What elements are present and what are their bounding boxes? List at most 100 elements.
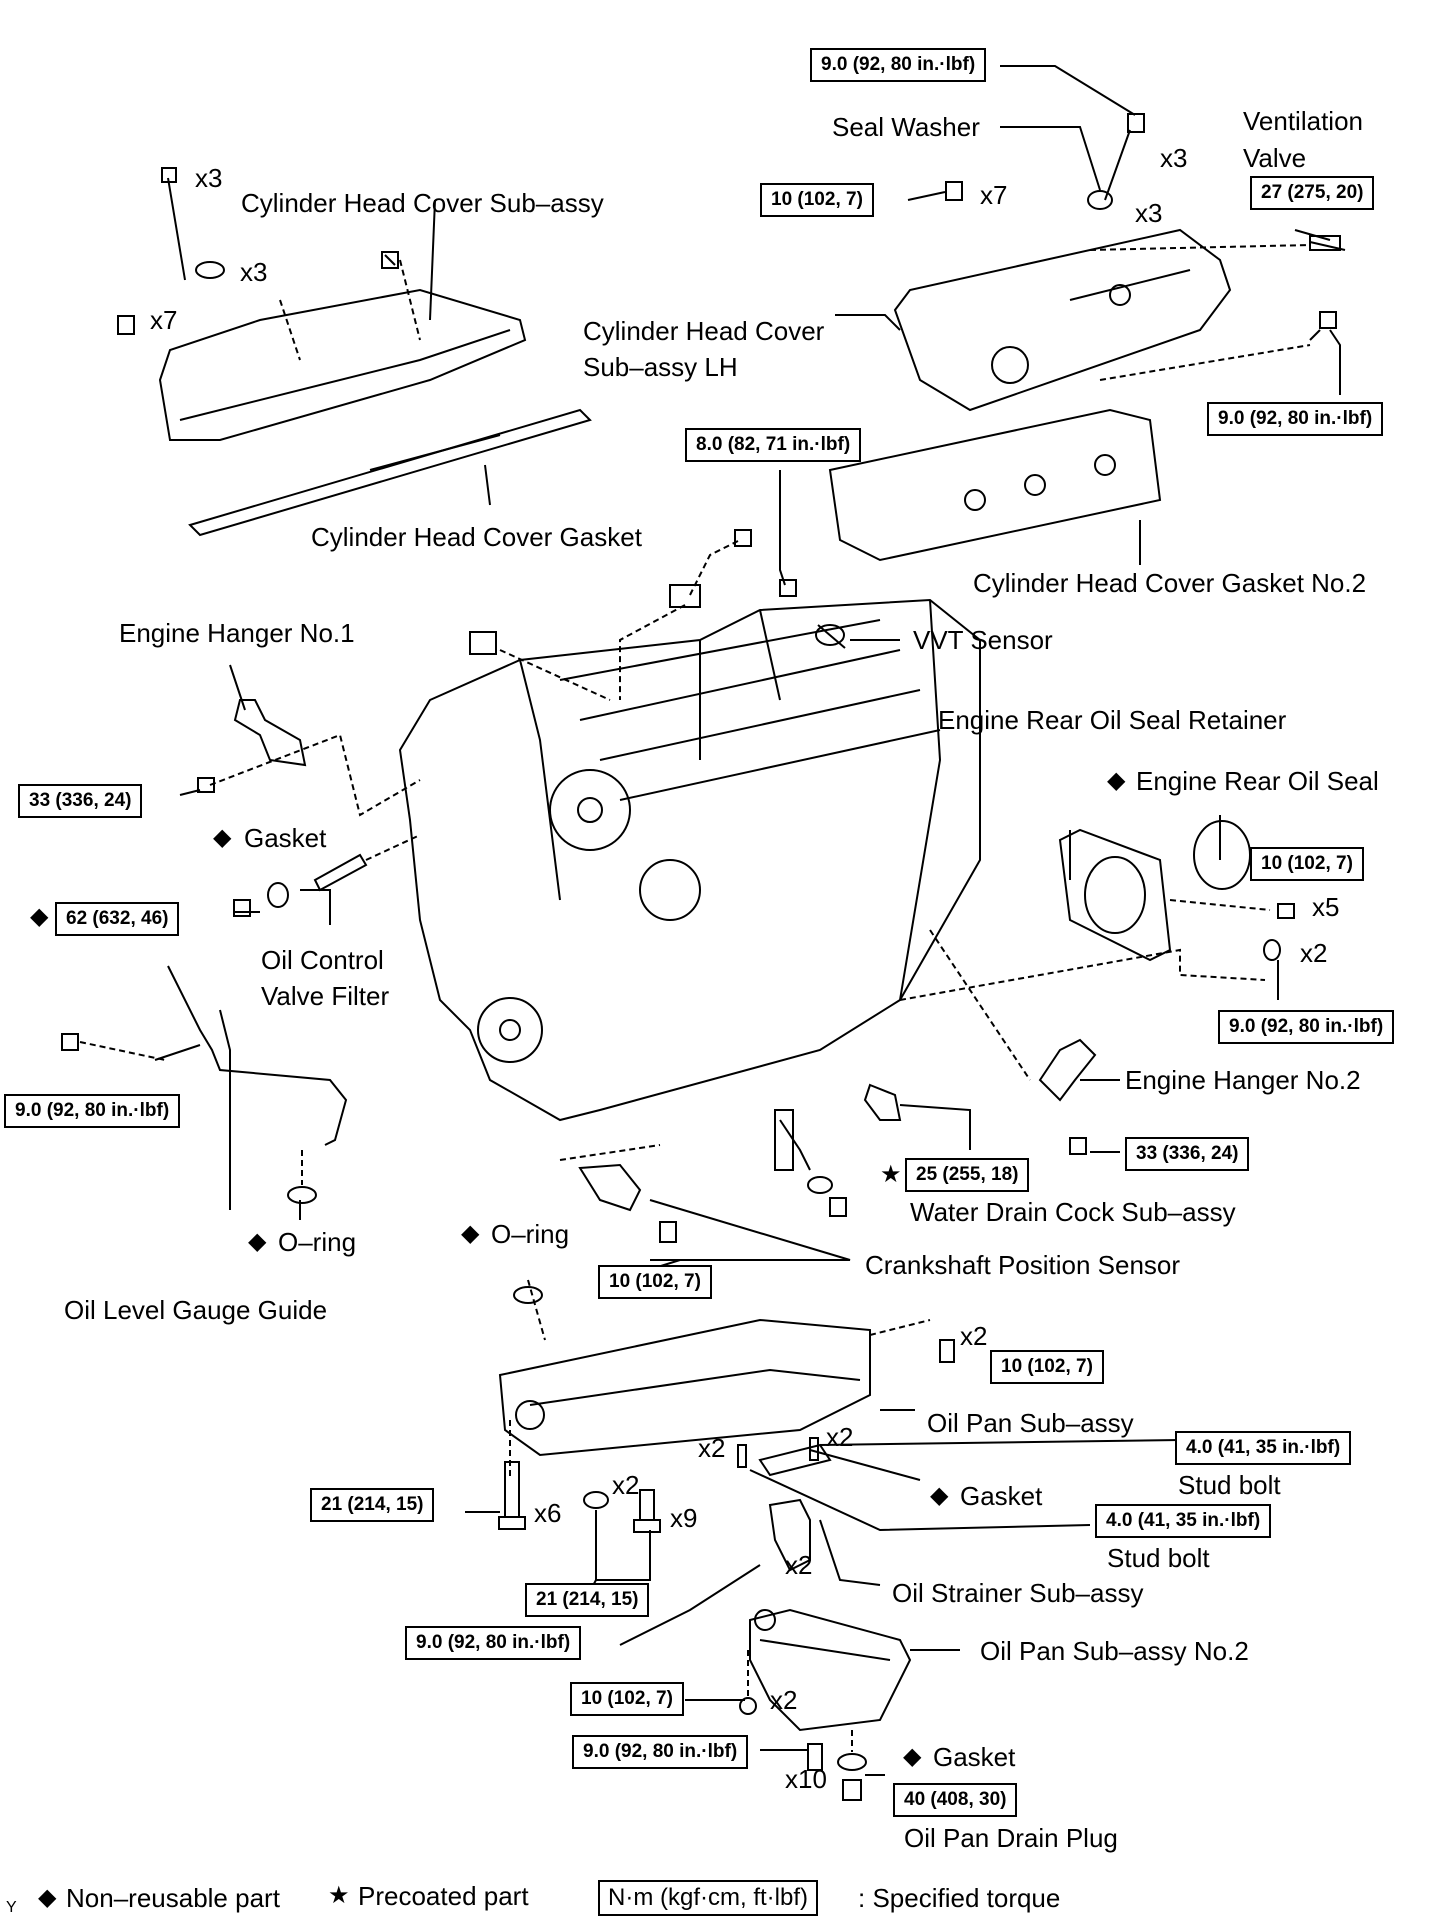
cylinder-head-cover-lh-drawing [893, 228, 1311, 412]
count-label: x9 [670, 1503, 698, 1533]
torque-spec-pan-bolts-b: 21 (214, 15) [525, 1583, 650, 1617]
label-seal-washer: Seal Washer [832, 112, 980, 142]
label-cylinder-head-cover-lh-line2: Sub–assy LH [583, 352, 738, 382]
oil-control-valve-filter-drawing [233, 834, 421, 917]
torque-spec-pan2-nut: 10 (102, 7) [570, 1682, 684, 1716]
non-reusable-marker: ◆ [248, 1228, 267, 1255]
label-stud-bolt-2: Stud bolt [1107, 1543, 1210, 1573]
legend-non-reusable-symbol: ◆ [38, 1884, 57, 1911]
torque-spec-retainer-bolts: 10 (102, 7) [1250, 847, 1364, 881]
legend-precoated-text: Precoated part [358, 1881, 529, 1911]
count-label: x7 [150, 305, 178, 335]
label-oil-pan-drain-plug: Oil Pan Drain Plug [904, 1823, 1118, 1853]
label-oil-control-valve-filter-line1: Oil Control [261, 945, 384, 975]
count-label: x2 [1300, 938, 1328, 968]
engine-block-drawing [398, 598, 981, 1122]
label-oil-level-gauge-guide: Oil Level Gauge Guide [64, 1295, 328, 1325]
count-label: x2 [960, 1321, 988, 1351]
non-reusable-marker: ◆ [461, 1220, 480, 1247]
torque-spec-drain-plug: 40 (408, 30) [893, 1783, 1018, 1817]
cylinder-head-cover-gasket-drawing [188, 408, 592, 537]
engine-hanger-1-drawing [197, 699, 421, 817]
label-gasket-mid: Gasket [960, 1481, 1043, 1511]
label-oil-control-valve-filter-line2: Valve Filter [261, 981, 390, 1011]
legend-torque-description: : Specified torque [858, 1883, 1061, 1913]
label-cylinder-head-cover-lh-line1: Cylinder Head Cover [583, 316, 825, 346]
bolt-set-top-left [117, 167, 399, 335]
non-reusable-marker: ◆ [903, 1743, 922, 1770]
label-cylinder-head-cover-gasket-no2: Cylinder Head Cover Gasket No.2 [973, 568, 1367, 598]
oil-pan-subassy-drawing [498, 1318, 931, 1480]
cylinder-head-cover-gasket-2-drawing [828, 408, 1162, 562]
count-label: x3 [195, 163, 223, 193]
corner-mark: Y [6, 1899, 17, 1916]
label-gasket-low: Gasket [933, 1742, 1016, 1772]
engine-hanger-2-drawing [929, 929, 1097, 1155]
label-ventilation-valve-line1: Ventilation [1243, 106, 1363, 136]
torque-spec-cover-bolts: 10 (102, 7) [760, 183, 874, 217]
crankshaft-position-sensor-drawing [513, 1144, 677, 1341]
count-label: x5 [1312, 892, 1340, 922]
label-engine-hanger-no1: Engine Hanger No.1 [119, 618, 355, 648]
leader-lines [179, 65, 1341, 1776]
label-o-ring-left: O–ring [278, 1227, 357, 1257]
legend-precoated-symbol: ★ [328, 1882, 350, 1909]
label-ventilation-valve-line2: Valve [1243, 143, 1307, 173]
torque-spec-filter-plug: 62 (632, 46) [55, 902, 180, 936]
label-engine-rear-oil-seal-retainer: Engine Rear Oil Seal Retainer [938, 705, 1287, 735]
count-label: x2 [826, 1422, 854, 1452]
label-engine-hanger-no2: Engine Hanger No.2 [1125, 1065, 1361, 1095]
non-reusable-marker: ◆ [930, 1482, 949, 1509]
count-label: x3 [1135, 198, 1163, 228]
label-oil-strainer-subassy: Oil Strainer Sub–assy [892, 1578, 1144, 1608]
label-crankshaft-position-sensor: Crankshaft Position Sensor [865, 1250, 1181, 1280]
torque-spec-vvt-sensor: 8.0 (82, 71 in.·lbf) [685, 428, 862, 462]
count-label: x2 [785, 1550, 813, 1580]
count-label: x10 [785, 1764, 827, 1794]
legend-torque-unit-box: N·m (kgf·cm, ft·lbf) [598, 1880, 818, 1916]
precoated-marker: ★ [880, 1161, 902, 1188]
label-oil-pan-subassy-no2: Oil Pan Sub–assy No.2 [980, 1636, 1249, 1666]
legend-non-reusable-text: Non–reusable part [66, 1883, 280, 1913]
torque-spec-engine-hanger-2: 33 (336, 24) [1125, 1137, 1250, 1171]
cylinder-head-cover-rh-drawing [158, 259, 527, 441]
label-gasket-upper: Gasket [244, 823, 327, 853]
count-label: x2 [770, 1685, 798, 1715]
water-drain-cock-drawing [774, 1083, 902, 1217]
label-vvt-sensor: VVT Sensor [913, 625, 1053, 655]
torque-spec-pan-right: 10 (102, 7) [990, 1350, 1104, 1384]
non-reusable-marker: ◆ [30, 903, 49, 930]
torque-spec-strainer-nut: 9.0 (92, 80 in.·lbf) [405, 1626, 582, 1660]
torque-spec-top: 9.0 (92, 80 in.·lbf) [810, 48, 987, 82]
label-o-ring-center: O–ring [491, 1219, 570, 1249]
label-engine-rear-oil-seal: Engine Rear Oil Seal [1136, 766, 1379, 796]
count-label: x6 [534, 1498, 562, 1528]
torque-spec-ventilation-valve: 27 (275, 20) [1250, 176, 1375, 210]
torque-spec-engine-hanger-1: 33 (336, 24) [18, 784, 143, 818]
pan-bolts-drawing [498, 1339, 955, 1581]
torque-spec-drain-cock: 25 (255, 18) [905, 1158, 1030, 1192]
non-reusable-marker: ◆ [1107, 767, 1126, 794]
vvt-sensor-drawing [469, 529, 846, 701]
label-oil-pan-subassy: Oil Pan Sub–assy [927, 1408, 1134, 1438]
torque-spec-stud-bolt-1: 4.0 (41, 35 in.·lbf) [1175, 1431, 1352, 1465]
label-water-drain-cock-subassy: Water Drain Cock Sub–assy [910, 1197, 1236, 1227]
bolt-set-top-right [945, 113, 1346, 329]
count-label: x2 [698, 1433, 726, 1463]
label-cylinder-head-cover-subassy: Cylinder Head Cover Sub–assy [241, 188, 604, 218]
label-stud-bolt-1: Stud bolt [1178, 1470, 1281, 1500]
engine-rear-oil-seal-retainer-drawing [899, 820, 1295, 1001]
oil-strainer-drawing [754, 1443, 832, 1631]
count-label: x7 [980, 180, 1008, 210]
torque-spec-stud-bolt-2: 4.0 (41, 35 in.·lbf) [1095, 1504, 1272, 1538]
count-label: x2 [612, 1470, 640, 1500]
torque-spec-crankshaft-sensor: 10 (102, 7) [598, 1265, 712, 1299]
torque-spec-pan-bolts-a: 21 (214, 15) [310, 1488, 435, 1522]
oil-pan-no2-drawing [739, 1608, 912, 1801]
torque-spec-retainer-nuts: 9.0 (92, 80 in.·lbf) [1218, 1010, 1395, 1044]
oil-level-gauge-guide-drawing [61, 965, 348, 1204]
torque-spec-gauge-guide: 9.0 (92, 80 in.·lbf) [4, 1094, 181, 1128]
torque-spec-pan2-bolts: 9.0 (92, 80 in.·lbf) [572, 1735, 749, 1769]
label-cylinder-head-cover-gasket: Cylinder Head Cover Gasket [311, 522, 642, 552]
